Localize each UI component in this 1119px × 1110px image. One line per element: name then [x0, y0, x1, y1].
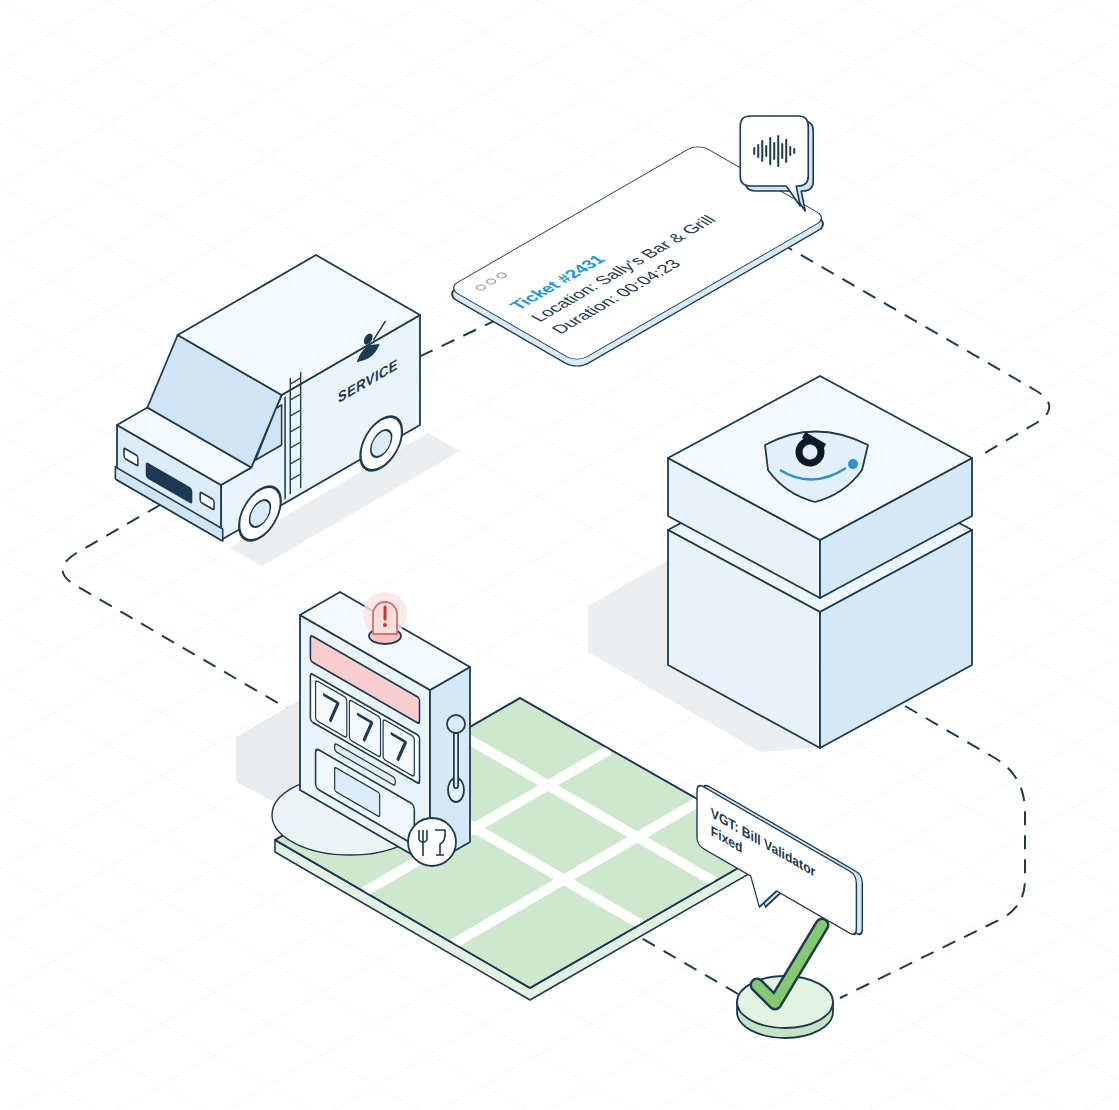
van-lettering: SERVICE	[338, 354, 398, 409]
machine-face	[310, 635, 419, 848]
bubble-face	[697, 783, 856, 963]
logo-mark	[792, 432, 827, 467]
ladder	[290, 372, 300, 494]
lower-panel	[316, 748, 415, 845]
reel	[316, 680, 347, 738]
wheel	[239, 478, 281, 550]
lever	[455, 734, 458, 786]
van-door-line	[284, 397, 286, 499]
service-logo	[358, 321, 386, 363]
fork-icon	[419, 830, 427, 856]
van-window	[256, 405, 282, 460]
check-badge	[737, 925, 833, 1038]
grille	[147, 463, 192, 503]
shield-logo	[765, 432, 868, 503]
service-logo	[364, 332, 373, 347]
reel	[383, 719, 414, 777]
road	[454, 802, 699, 944]
waveform-bar	[770, 138, 772, 164]
reel	[349, 700, 380, 758]
waveform-bar	[790, 147, 792, 155]
window-dot	[485, 278, 497, 285]
server-box	[588, 376, 972, 752]
bubble-face	[741, 116, 809, 206]
dashed-route	[63, 243, 1050, 998]
lever	[453, 734, 459, 786]
waveform-bar	[794, 149, 796, 153]
waveform-bar	[786, 140, 788, 162]
lever-knob	[447, 715, 465, 733]
ticket-detail: Location: Sally's Bar & Grill	[525, 212, 723, 326]
waveform-bar	[762, 141, 764, 161]
waveform-bar	[766, 146, 768, 156]
checkmark	[757, 925, 822, 1003]
dashed-route	[840, 706, 1025, 998]
van-front-details	[115, 443, 222, 541]
waveform-bar	[774, 143, 776, 159]
van-side-details	[239, 312, 402, 550]
service-van	[115, 255, 460, 566]
alarm-symbol	[384, 607, 387, 619]
road	[459, 734, 714, 882]
server-lid	[668, 376, 972, 540]
headlight	[200, 492, 214, 510]
venue-badge	[408, 818, 456, 866]
wheel	[360, 408, 402, 480]
headlight	[124, 448, 138, 466]
waveform-bar	[782, 144, 784, 158]
logo-swoosh	[780, 468, 846, 480]
voice-bubble	[737, 112, 827, 222]
window-dot	[475, 284, 487, 291]
reel-symbol	[324, 695, 405, 764]
waveform-bar	[778, 136, 780, 166]
wheel-hub	[371, 426, 392, 462]
waveform-bar	[754, 148, 756, 154]
window-dot	[495, 272, 507, 279]
dashed-connector	[420, 318, 500, 356]
alarm-glow	[363, 592, 407, 636]
logo-mark	[802, 432, 826, 450]
alarm-symbol	[383, 623, 387, 627]
ticket-card: Ticket #2431Location: Sally's Bar & Gril…	[447, 143, 828, 363]
logo-dot	[848, 459, 858, 469]
window-dots	[470, 261, 527, 294]
payout-tray	[335, 767, 380, 817]
status-bubble: VGT: Bill Validator Fixed	[697, 783, 856, 937]
checkmark	[757, 925, 822, 1003]
wheel-hub	[250, 496, 271, 532]
dashed-route	[636, 935, 738, 994]
slot-machine	[236, 592, 470, 866]
waveform-bar	[758, 145, 760, 157]
glass-icon	[435, 830, 445, 855]
alarm-light	[373, 602, 397, 634]
van-side-label: SERVICE	[316, 341, 420, 421]
machine-top	[300, 592, 470, 690]
